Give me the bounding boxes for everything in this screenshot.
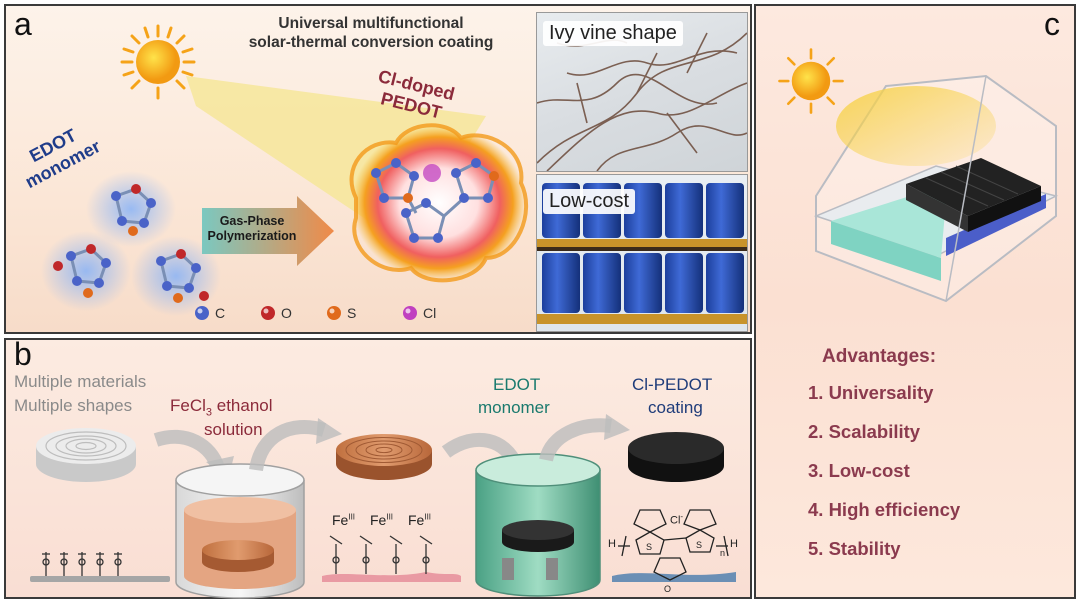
n-subscript: n [720, 548, 725, 558]
advantage-item: 5. Stability [808, 538, 901, 560]
h-right-label: H [730, 538, 738, 550]
fe-text-1: Fe [332, 512, 348, 528]
ivy-vine-label: Ivy vine shape [543, 21, 683, 46]
barrels-photo: Low-cost [536, 174, 748, 332]
cl-ion-label: Cl- [670, 512, 683, 527]
white-disc [36, 428, 136, 482]
legend-s-dot [325, 304, 343, 322]
advantage-item: 4. High efficiency [808, 499, 960, 521]
solar-evaporator-device [756, 66, 1078, 326]
black-coated-disc [628, 432, 724, 482]
advantage-item: 1. Universality [808, 382, 933, 404]
fecl3-beaker [176, 464, 304, 598]
fe-label-3: FeIII [408, 512, 431, 528]
low-cost-label: Low-cost [543, 189, 635, 214]
cl-sup: - [680, 512, 683, 521]
fe-label-1: FeIII [332, 512, 355, 528]
title-line-1: Universal multifunctional [206, 14, 536, 33]
legend-s-label: S [347, 305, 356, 321]
h-left-label: H [608, 538, 616, 550]
legend-o-label: O [281, 305, 292, 321]
panel-c: c Advantages: [754, 4, 1076, 599]
s-label-1: S [646, 542, 652, 552]
legend-cl-dot [401, 304, 419, 322]
panel-a: a Universal multifunctional solar-therma… [4, 4, 752, 334]
substrate-molecule [42, 552, 50, 576]
title-line-2: solar-thermal conversion coating [206, 33, 536, 52]
edot-beaker [476, 454, 600, 596]
legend-o-dot [259, 304, 277, 322]
pedot-molecule-flame [336, 118, 536, 288]
fe-sup-1: III [348, 512, 355, 521]
fe-text-2: Fe [370, 512, 386, 528]
o-label-1: O [664, 584, 671, 594]
panel-a-title: Universal multifunctional solar-thermal … [206, 14, 536, 52]
advantage-item: 2. Scalability [808, 421, 920, 443]
gas-phase-label: Gas-Phase Polymerization [206, 214, 298, 244]
arrow-line-2: Polymerization [206, 229, 298, 244]
fe-label-2: FeIII [370, 512, 393, 528]
fe-text-3: Fe [408, 512, 424, 528]
copper-disc [336, 434, 432, 480]
ivy-vine-photo: Ivy vine shape [536, 12, 748, 172]
legend-c-label: C [215, 305, 225, 321]
cl-text: Cl [670, 515, 680, 527]
s-label-2: S [696, 540, 702, 550]
panel-label-a: a [14, 6, 32, 43]
fe-sup-3: III [424, 512, 431, 521]
panel-label-c: c [1044, 6, 1060, 43]
fe-sup-2: III [386, 512, 393, 521]
process-illustration [6, 340, 754, 601]
arrow-line-1: Gas-Phase [206, 214, 298, 229]
advantage-item: 3. Low-cost [808, 460, 910, 482]
legend-cl-label: Cl [423, 305, 436, 321]
advantages-title: Advantages: [822, 346, 936, 368]
panel-b: b Multiple materials Multiple shapes FeC… [4, 338, 752, 599]
legend-c-dot [193, 304, 211, 322]
